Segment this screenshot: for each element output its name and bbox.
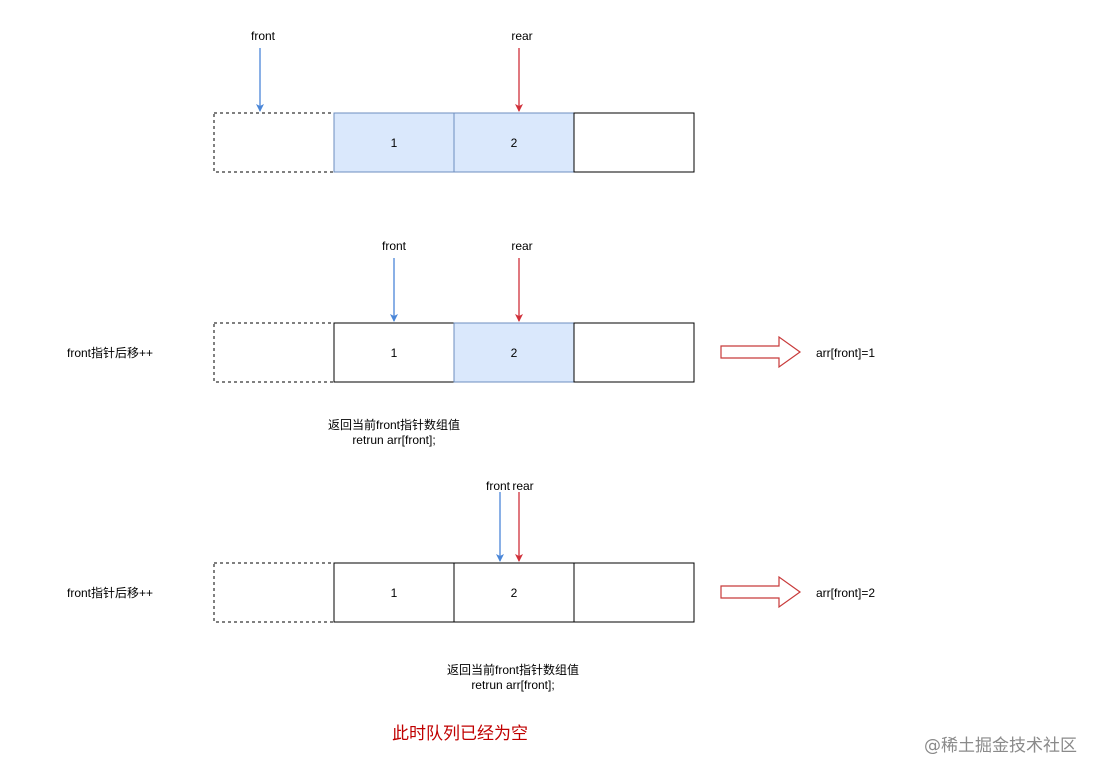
array-cell-2 <box>453 322 575 383</box>
step-1: 1 2 front rear <box>213 29 695 173</box>
cell-value-2: 2 <box>511 586 518 600</box>
cell-value-1: 1 <box>391 136 398 150</box>
result-arrow-icon <box>720 575 802 609</box>
step-3: front指针后移++ 1 2 front rear arr[front]=2 … <box>67 479 875 692</box>
rear-label: rear <box>511 239 532 253</box>
result-text: arr[front]=2 <box>816 586 875 600</box>
step-2: front指针后移++ 1 2 front rear arr[front]=1 … <box>67 239 875 447</box>
side-label: front指针后移++ <box>67 585 153 600</box>
note-line-1: 返回当前front指针数组值 <box>447 662 579 677</box>
rear-label: rear <box>511 29 532 43</box>
note-line-2: retrun arr[front]; <box>352 433 435 447</box>
status-title: 此时队列已经为空 <box>392 724 528 744</box>
cell-value-2: 2 <box>511 346 518 360</box>
array-cell-0 <box>213 562 335 623</box>
rear-label: rear <box>512 479 533 493</box>
front-label: front <box>382 239 407 253</box>
cell-value-2: 2 <box>511 136 518 150</box>
array-cell-1 <box>333 322 455 383</box>
array-cell-2 <box>453 112 575 173</box>
array-cell-3 <box>573 112 695 173</box>
front-label: front <box>486 479 511 493</box>
note-line-1: 返回当前front指针数组值 <box>328 417 460 432</box>
front-label: front <box>251 29 276 43</box>
side-label: front指针后移++ <box>67 345 153 360</box>
array-cell-3 <box>573 562 695 623</box>
cell-value-1: 1 <box>391 346 398 360</box>
array-cell-1 <box>333 562 455 623</box>
note-line-2: retrun arr[front]; <box>471 678 554 692</box>
array-cell-2 <box>453 562 575 623</box>
array-cell-3 <box>573 322 695 383</box>
result-arrow-icon <box>720 335 802 369</box>
array-cell-0 <box>213 112 335 173</box>
array-cell-0 <box>213 322 335 383</box>
watermark: @稀土掘金技术社区 <box>924 736 1077 756</box>
array-cell-1 <box>333 112 455 173</box>
result-text: arr[front]=1 <box>816 346 875 360</box>
cell-value-1: 1 <box>391 586 398 600</box>
